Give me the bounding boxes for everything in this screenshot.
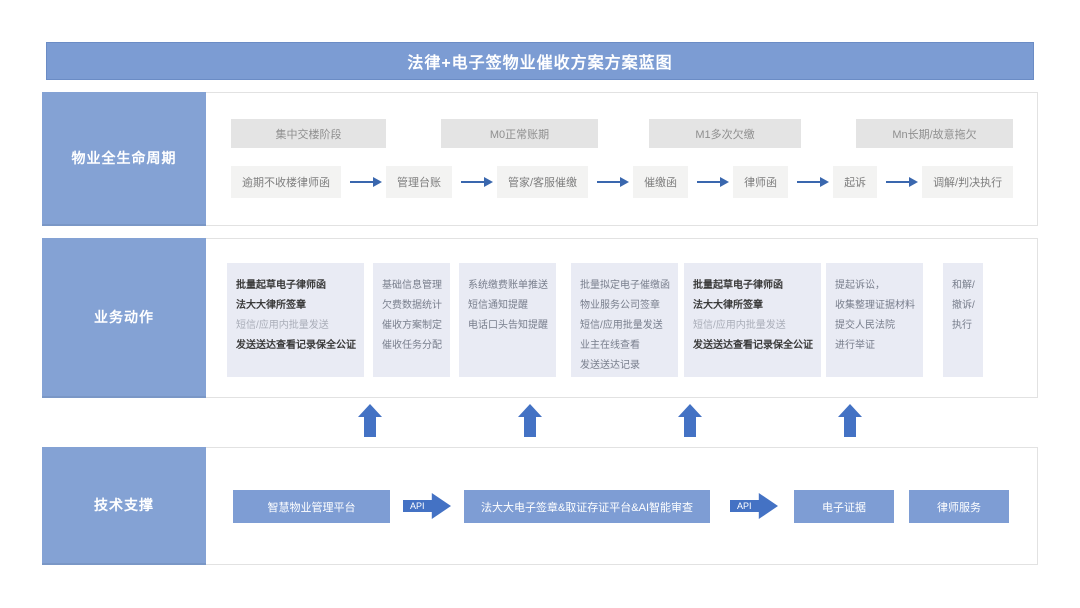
action-line: 短信/应用批量发送 (580, 320, 663, 331)
arrow-right-icon (797, 177, 830, 187)
flow-step-overdue-letter: 逾期不收楼律师函 (231, 166, 341, 198)
arrow-right-icon (350, 177, 382, 187)
arrow-right-icon (886, 177, 919, 187)
action-box-basic-info: 基础信息管理 欠费数据统计 催收方案制定 催收任务分配 (373, 263, 450, 377)
flow-step-mediation: 调解/判决执行 (922, 166, 1014, 198)
flow-step-reminder-letter: 催缴函 (633, 166, 689, 198)
action-line: 短信通知提醒 (468, 300, 528, 311)
action-line: 法大大律所签章 (693, 300, 763, 311)
tech-box-e-evidence: 电子证据 (794, 490, 894, 523)
phase-mn-longterm: Mn长期/故意拖欠 (856, 119, 1013, 148)
action-line: 短信/应用内批量发送 (236, 320, 329, 331)
api-label: API (737, 501, 752, 511)
action-line: 批量拟定电子催缴函 (580, 280, 670, 291)
flow-step-lawsuit: 起诉 (833, 166, 878, 198)
action-line: 发送送达查看记录保全公证 (236, 340, 356, 351)
action-line: 收集整理证据材料 (835, 300, 915, 311)
phase-handover-stage: 集中交楼阶段 (231, 119, 386, 148)
up-arrow-icon (838, 404, 862, 437)
action-box-lawyer-letter-1: 批量起草电子律师函 法大大律所签章 短信/应用内批量发送 发送送达查看记录保全公… (227, 263, 364, 377)
flow-step-service-reminder: 管家/客服催缴 (497, 166, 589, 198)
diagram-title: 法律+电子签物业催收方案方案蓝图 (46, 42, 1034, 80)
api-arrow-icon: API (730, 493, 778, 519)
flow-step-lawyer-letter: 律师函 (733, 166, 789, 198)
actions-row-label: 业务动作 (42, 238, 206, 398)
action-line: 催收任务分配 (382, 340, 442, 351)
lifecycle-flow: 逾期不收楼律师函 管理台账 管家/客服催缴 催缴函 律师函 起诉 调解/判决执行 (231, 166, 1014, 198)
action-line: 和解/ (952, 280, 975, 291)
action-line: 业主在线查看 (580, 340, 640, 351)
action-line: 基础信息管理 (382, 280, 442, 291)
action-line: 发送送达查看记录保全公证 (693, 340, 813, 351)
action-line: 撤诉/ (952, 300, 975, 311)
action-box-settlement: 和解/ 撤诉/ 执行 (943, 263, 983, 377)
tech-row: 技术支撑 智慧物业管理平台 API 法大大电子签章&取证存证平台&AI智能审查 … (42, 447, 1038, 565)
action-line: 欠费数据统计 (382, 300, 442, 311)
action-line: 法大大律所签章 (236, 300, 306, 311)
action-box-lawyer-letter-2: 批量起草电子律师函 法大大律所签章 短信/应用内批量发送 发送送达查看记录保全公… (684, 263, 821, 377)
tech-box-fadada-platform: 法大大电子签章&取证存证平台&AI智能审查 (464, 490, 710, 523)
action-line: 催收方案制定 (382, 320, 442, 331)
api-label: API (410, 501, 425, 511)
actions-row: 业务动作 批量起草电子律师函 法大大律所签章 短信/应用内批量发送 发送送达查看… (42, 238, 1038, 398)
action-line: 批量起草电子律师函 (236, 280, 326, 291)
api-arrow-icon: API (403, 493, 451, 519)
phase-m1-arrears: M1多次欠缴 (649, 119, 801, 148)
lifecycle-row-label: 物业全生命周期 (42, 92, 206, 226)
action-line: 物业服务公司签章 (580, 300, 660, 311)
up-arrow-icon (518, 404, 542, 437)
action-line: 短信/应用内批量发送 (693, 320, 786, 331)
lifecycle-row: 物业全生命周期 集中交楼阶段 M0正常账期 M1多次欠缴 Mn长期/故意拖欠 逾… (42, 92, 1038, 226)
action-line: 批量起草电子律师函 (693, 280, 783, 291)
arrow-right-icon (461, 177, 493, 187)
action-line: 进行举证 (835, 340, 875, 351)
tech-box-property-platform: 智慧物业管理平台 (233, 490, 390, 523)
tech-box-lawyer-service: 律师服务 (909, 490, 1009, 523)
action-box-bill-push: 系统缴费账单推送 短信通知提醒 电话口头告知提醒 (459, 263, 556, 377)
action-line: 执行 (952, 320, 972, 331)
arrow-right-icon (597, 177, 630, 187)
up-arrow-icon (358, 404, 382, 437)
up-arrow-icon (678, 404, 702, 437)
tech-row-label: 技术支撑 (42, 447, 206, 565)
action-line: 提起诉讼， (835, 280, 885, 291)
action-line: 发送送达记录 (580, 360, 640, 371)
action-box-reminder-letter: 批量拟定电子催缴函 物业服务公司签章 短信/应用批量发送 业主在线查看 发送送达… (571, 263, 678, 377)
action-line: 提交人民法院 (835, 320, 895, 331)
arrow-right-icon (697, 177, 730, 187)
action-box-litigation: 提起诉讼， 收集整理证据材料 提交人民法院 进行举证 (826, 263, 923, 377)
action-line: 系统缴费账单推送 (468, 280, 548, 291)
action-line: 电话口头告知提醒 (468, 320, 548, 331)
phase-m0-normal: M0正常账期 (441, 119, 598, 148)
flow-step-ledger: 管理台账 (386, 166, 452, 198)
